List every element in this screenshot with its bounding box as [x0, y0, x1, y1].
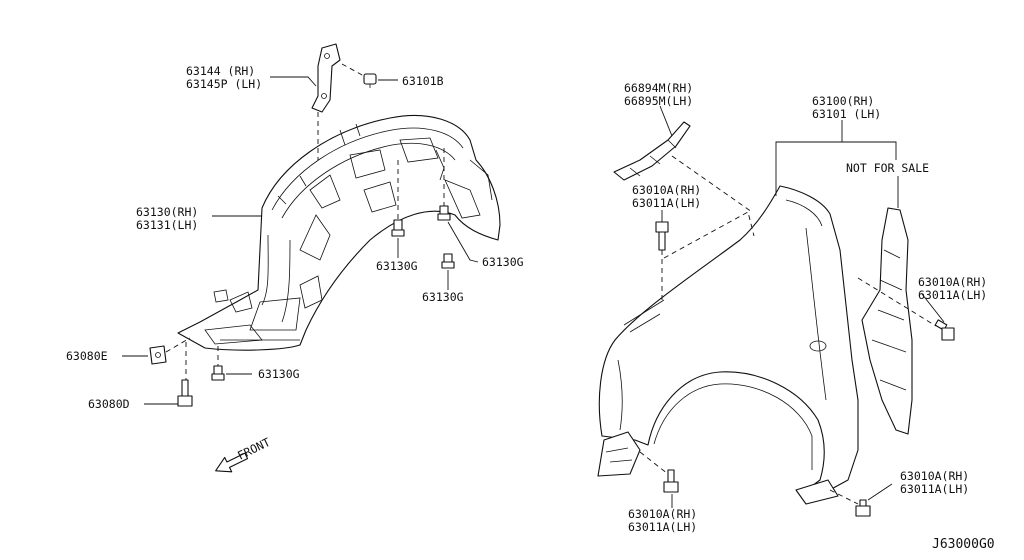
dash-63010a-3	[639, 451, 669, 475]
label-63130g-a: 63130G	[376, 259, 418, 273]
label-63080d: 63080D	[88, 397, 130, 411]
label-63010a-2: 63010A(RH)	[918, 275, 987, 289]
label-63144: 63144 (RH)	[186, 64, 255, 78]
label-63101b: 63101B	[402, 74, 444, 88]
label-63011a-4: 63011A(LH)	[900, 482, 969, 496]
label-not-for-sale: NOT FOR SALE	[846, 161, 929, 175]
label-63131: 63131(LH)	[136, 218, 198, 232]
label-front: FRONT	[235, 435, 272, 463]
fender-moulding	[613, 121, 691, 181]
lead-63144	[270, 76, 317, 87]
label-63011a-3: 63011A(LH)	[628, 520, 697, 534]
bolt-63010a-2	[934, 319, 955, 341]
dash-moulding	[671, 155, 753, 213]
bolt-63010a-4	[855, 499, 871, 517]
label-63080e: 63080E	[66, 349, 108, 363]
lead-63100	[775, 141, 897, 196]
bolt-63080d	[177, 379, 193, 407]
clip-63080e	[149, 345, 167, 365]
front-arrow-icon	[215, 452, 249, 473]
fender-protector	[177, 114, 501, 351]
screw-63130g-a	[391, 219, 405, 237]
lead-63010a-2	[921, 293, 945, 323]
label-63130: 63130(RH)	[136, 205, 198, 219]
bracket-clip-dash	[341, 63, 365, 77]
label-63101: 63101 (LH)	[812, 107, 881, 121]
screw-63130g-c	[441, 253, 455, 269]
screw-63130g-d	[211, 365, 225, 381]
diagram-code: J63000G0	[932, 537, 995, 552]
clip-63101b	[363, 73, 377, 88]
lead-63010a-4	[867, 483, 893, 501]
label-63010a-3: 63010A(RH)	[628, 507, 697, 521]
fender-bracket	[861, 207, 913, 435]
bolt-63010a-1	[655, 221, 669, 251]
label-63100: 63100(RH)	[812, 94, 874, 108]
protector-bracket	[311, 43, 341, 113]
dash-fender-upper	[663, 211, 755, 259]
lead-screw-b	[447, 221, 479, 263]
label-63011a-2: 63011A(LH)	[918, 288, 987, 302]
dash-63010a-2	[857, 277, 937, 327]
screw-63130g-b	[437, 205, 451, 221]
label-63130g-d: 63130G	[258, 367, 300, 381]
label-66894m: 66894M(RH)	[624, 81, 693, 95]
label-63010a-1: 63010A(RH)	[632, 183, 701, 197]
front-fender	[597, 185, 859, 505]
dash-63080e	[165, 337, 191, 353]
label-66895m: 66895M(LH)	[624, 94, 693, 108]
label-63130g-c: 63130G	[422, 290, 464, 304]
lead-66894m	[659, 105, 673, 137]
bolt-63010a-3	[663, 469, 679, 493]
label-63145p: 63145P (LH)	[186, 77, 262, 91]
label-63130g-b: 63130G	[482, 255, 524, 269]
label-63011a-1: 63011A(LH)	[632, 196, 701, 210]
label-63010a-4: 63010A(RH)	[900, 469, 969, 483]
